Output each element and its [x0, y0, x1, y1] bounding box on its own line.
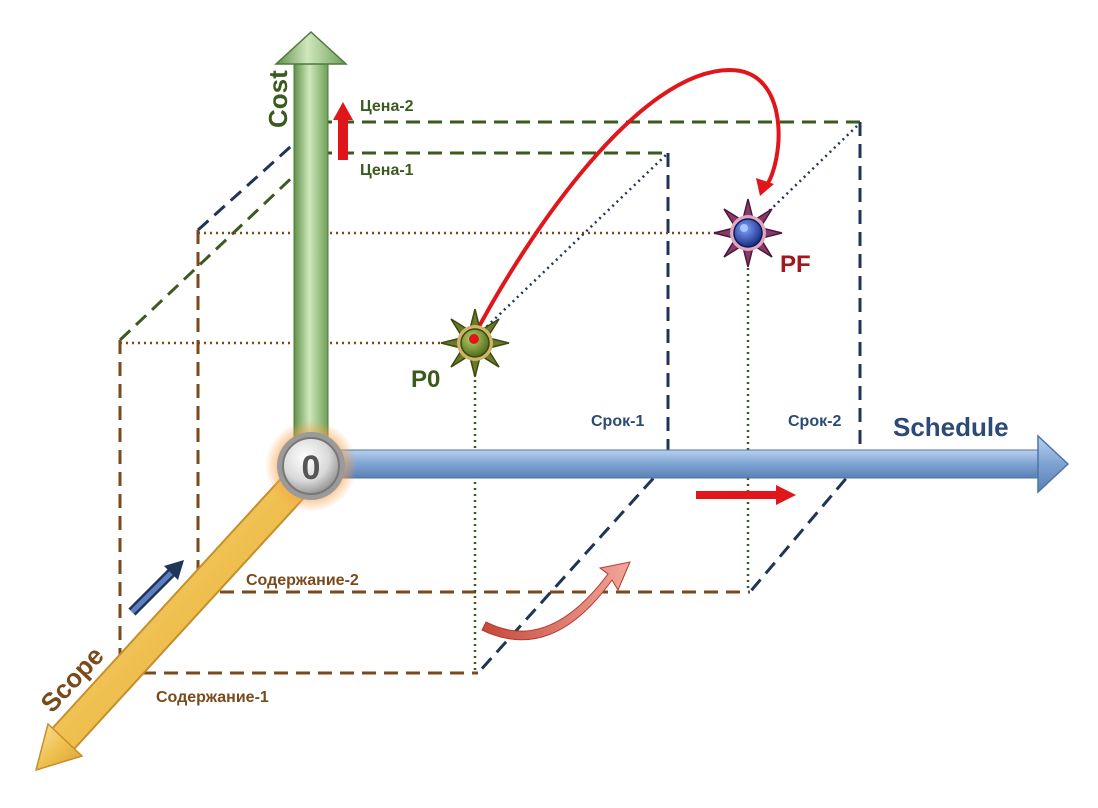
scope-increase-arrow [128, 560, 184, 616]
schedule-level-1-label: Срок-1 [591, 413, 644, 430]
cost-increase-arrow [333, 102, 353, 160]
cost-axis-label: Cost [263, 70, 293, 128]
scope-level-1-label: Содержание-1 [156, 689, 269, 706]
pf-marker [713, 198, 783, 268]
cost-level-1-label: Цена-1 [360, 162, 414, 179]
schedule-increase-arrow [696, 485, 796, 505]
curved-rotation-arrow [481, 561, 631, 641]
schedule-axis [329, 434, 1070, 494]
scope-axis [34, 469, 312, 772]
cost-axis [274, 30, 348, 463]
cost-level-2-label: Цена-2 [360, 98, 414, 115]
transition-curve [472, 67, 781, 337]
schedule-level-2-label: Срок-2 [788, 413, 841, 430]
schedule-axis-label: Schedule [893, 412, 1009, 442]
projection-lines [120, 124, 859, 673]
schedule-box-edges [476, 122, 862, 675]
origin-node [265, 420, 357, 512]
p0-label: P0 [411, 366, 440, 393]
transition-arrowhead [756, 178, 774, 196]
scope-level-2-label: Содержание-2 [246, 572, 359, 589]
pf-label: PF [780, 251, 811, 278]
origin-label: 0 [302, 449, 321, 487]
p0-marker [440, 308, 510, 378]
